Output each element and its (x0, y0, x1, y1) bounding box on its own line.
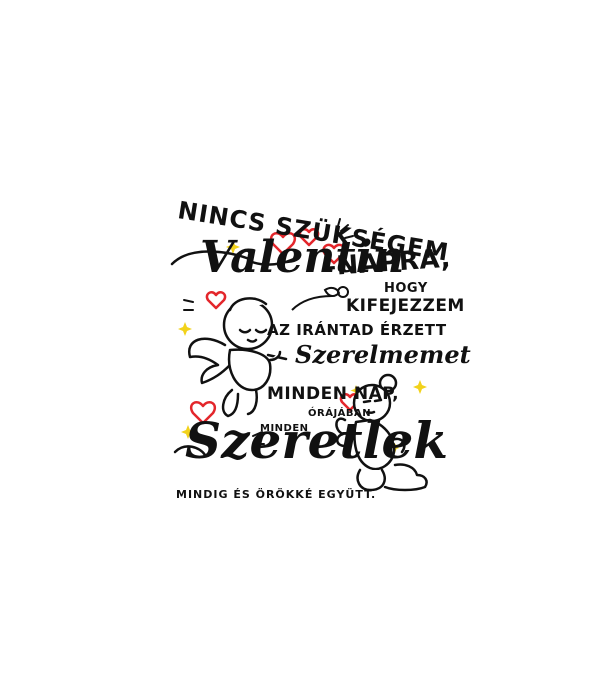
heart-icon (269, 232, 297, 256)
szerelmemet-word: Szerelmemet (295, 340, 471, 369)
heart-icon (189, 401, 217, 425)
szeretlek-word: Szeretlek (185, 411, 449, 470)
orajaban-word: ÓRÁJÁBAN (308, 408, 372, 419)
star-icon (181, 425, 195, 439)
cupid-left (188, 297, 288, 418)
star-icon (226, 240, 240, 254)
minden-word: MINDEN (260, 423, 309, 434)
heart-icon (339, 393, 361, 412)
closing-line: MINDIG ÉS ÖRÖKKÉ EGYÜTT. (176, 488, 377, 501)
cupid-right (335, 373, 428, 492)
minden-nap-line: MINDEN NAP, (267, 384, 400, 404)
kifejezzem-word: KIFEJEZZEM (346, 296, 465, 316)
heart-icon (322, 243, 346, 265)
heart-icon (205, 291, 227, 310)
irantad-line: AZ IRÁNTAD ÉRZETT (267, 321, 447, 339)
hogy-word: HOGY (384, 281, 428, 296)
star-icon (413, 380, 427, 394)
valentin-word: Valentin (200, 232, 405, 283)
star-icon (350, 385, 362, 396)
star-icon (178, 322, 192, 336)
heart-icon (298, 228, 320, 247)
